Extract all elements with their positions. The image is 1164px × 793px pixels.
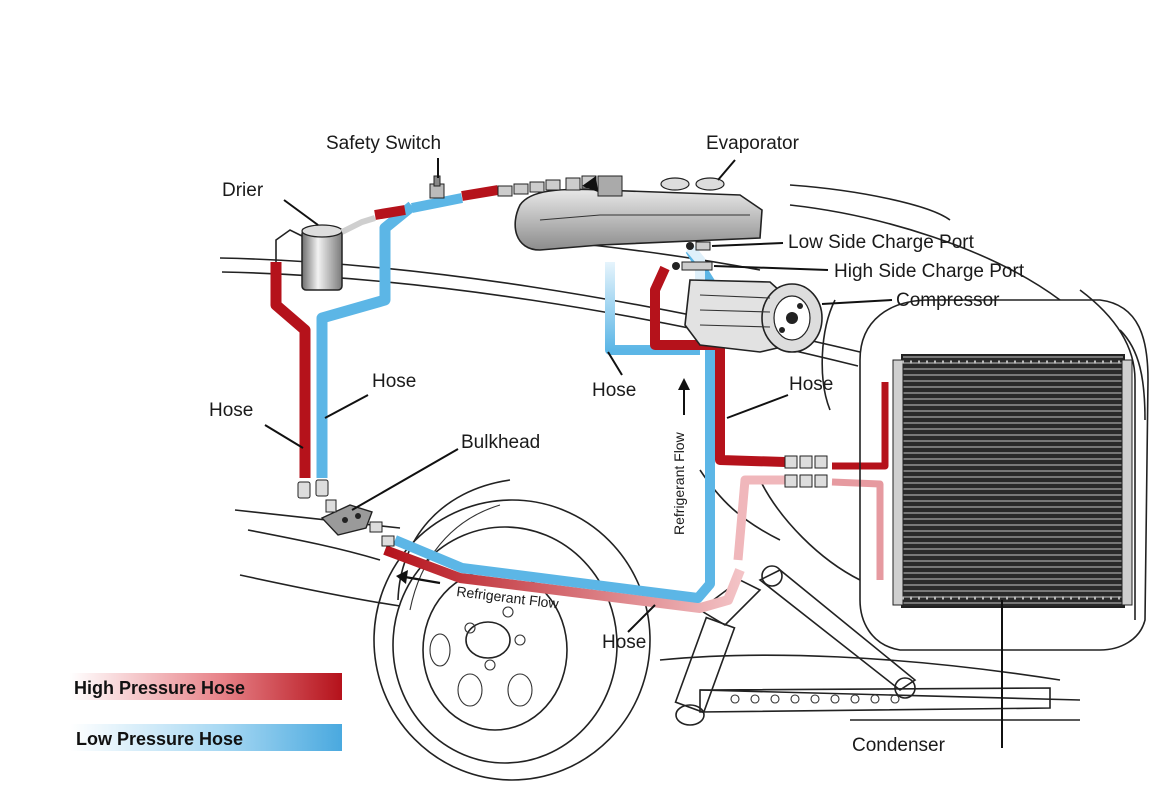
- legend: High Pressure Hose Low Pressure Hose: [70, 673, 342, 751]
- condenser-fittings: [784, 455, 828, 488]
- legend-swatch-high-pressure: [70, 673, 342, 700]
- suspension: [674, 565, 917, 726]
- legend-label-low-pressure: Low Pressure Hose: [76, 729, 243, 749]
- drier: [275, 215, 376, 291]
- flow-arrow-bottom: [396, 570, 441, 585]
- label-bulkhead: Bulkhead: [461, 432, 540, 453]
- high-pressure-hose-condenser-bottom: [831, 478, 884, 580]
- label-hose-center: Hose: [592, 380, 636, 401]
- label-low-side-charge-port: Low Side Charge Port: [788, 232, 975, 253]
- bulkhead: [297, 479, 395, 547]
- label-hose-left: Hose: [209, 400, 253, 421]
- label-drier: Drier: [222, 180, 264, 201]
- high-pressure-hose-left: [270, 262, 311, 478]
- low-pressure-hose-left: [316, 201, 416, 478]
- flow-arrow-evaporator: [582, 176, 598, 192]
- label-evaporator: Evaporator: [706, 133, 800, 154]
- high-pressure-hose-return: [733, 475, 785, 561]
- label-hose-bottom: Hose: [602, 632, 646, 653]
- high-pressure-hose-top: [374, 205, 406, 220]
- high-pressure-hose-condenser-top: [832, 382, 889, 470]
- leader-lines: [264, 158, 1003, 748]
- label-compressor: Compressor: [896, 290, 1000, 311]
- high-pressure-hose-bottom: [383, 545, 745, 613]
- legend-label-high-pressure: High Pressure Hose: [74, 678, 245, 698]
- flow-arrow-vertical: [678, 378, 690, 415]
- high-pressure-hose-top-2: [461, 185, 499, 201]
- frame-rail: [699, 687, 1051, 713]
- low-pressure-hose-bottom: [393, 247, 715, 603]
- high-side-charge-port: [672, 261, 713, 271]
- label-high-side-charge-port: High Side Charge Port: [834, 261, 1025, 282]
- legend-swatch-low-pressure: [70, 724, 342, 751]
- low-side-charge-port: [686, 241, 711, 251]
- low-pressure-hose-top: [411, 193, 463, 213]
- label-hose-center-left: Hose: [372, 371, 416, 392]
- safety-switch: [429, 175, 445, 199]
- evaporator: [497, 175, 763, 251]
- front-wheel: [373, 479, 651, 781]
- label-refrigerant-flow-vertical: Refrigerant Flow: [671, 431, 687, 535]
- label-hose-right: Hose: [789, 374, 833, 395]
- condenser: [859, 299, 1149, 651]
- compressor: [684, 279, 823, 353]
- label-safety-switch: Safety Switch: [326, 133, 441, 154]
- label-condenser: Condenser: [852, 735, 946, 756]
- high-pressure-hose-compressor: [650, 265, 786, 467]
